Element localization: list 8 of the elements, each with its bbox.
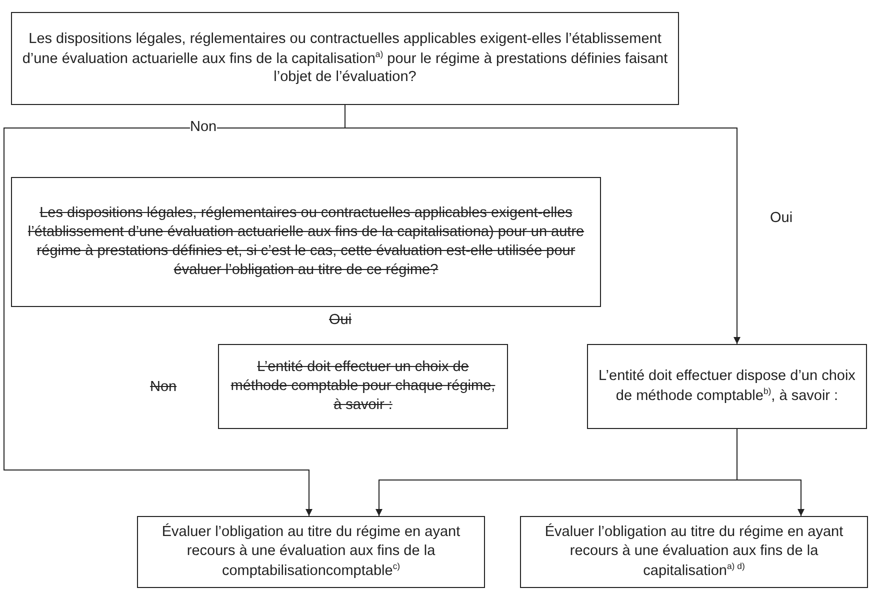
process-box bbox=[11, 12, 679, 105]
process-box bbox=[520, 516, 868, 588]
process-box bbox=[11, 177, 601, 307]
process-box bbox=[137, 516, 485, 588]
process-box bbox=[587, 344, 867, 429]
connector-arrow bbox=[344, 104, 740, 344]
connector-arrow bbox=[736, 428, 804, 516]
process-box bbox=[218, 344, 508, 429]
